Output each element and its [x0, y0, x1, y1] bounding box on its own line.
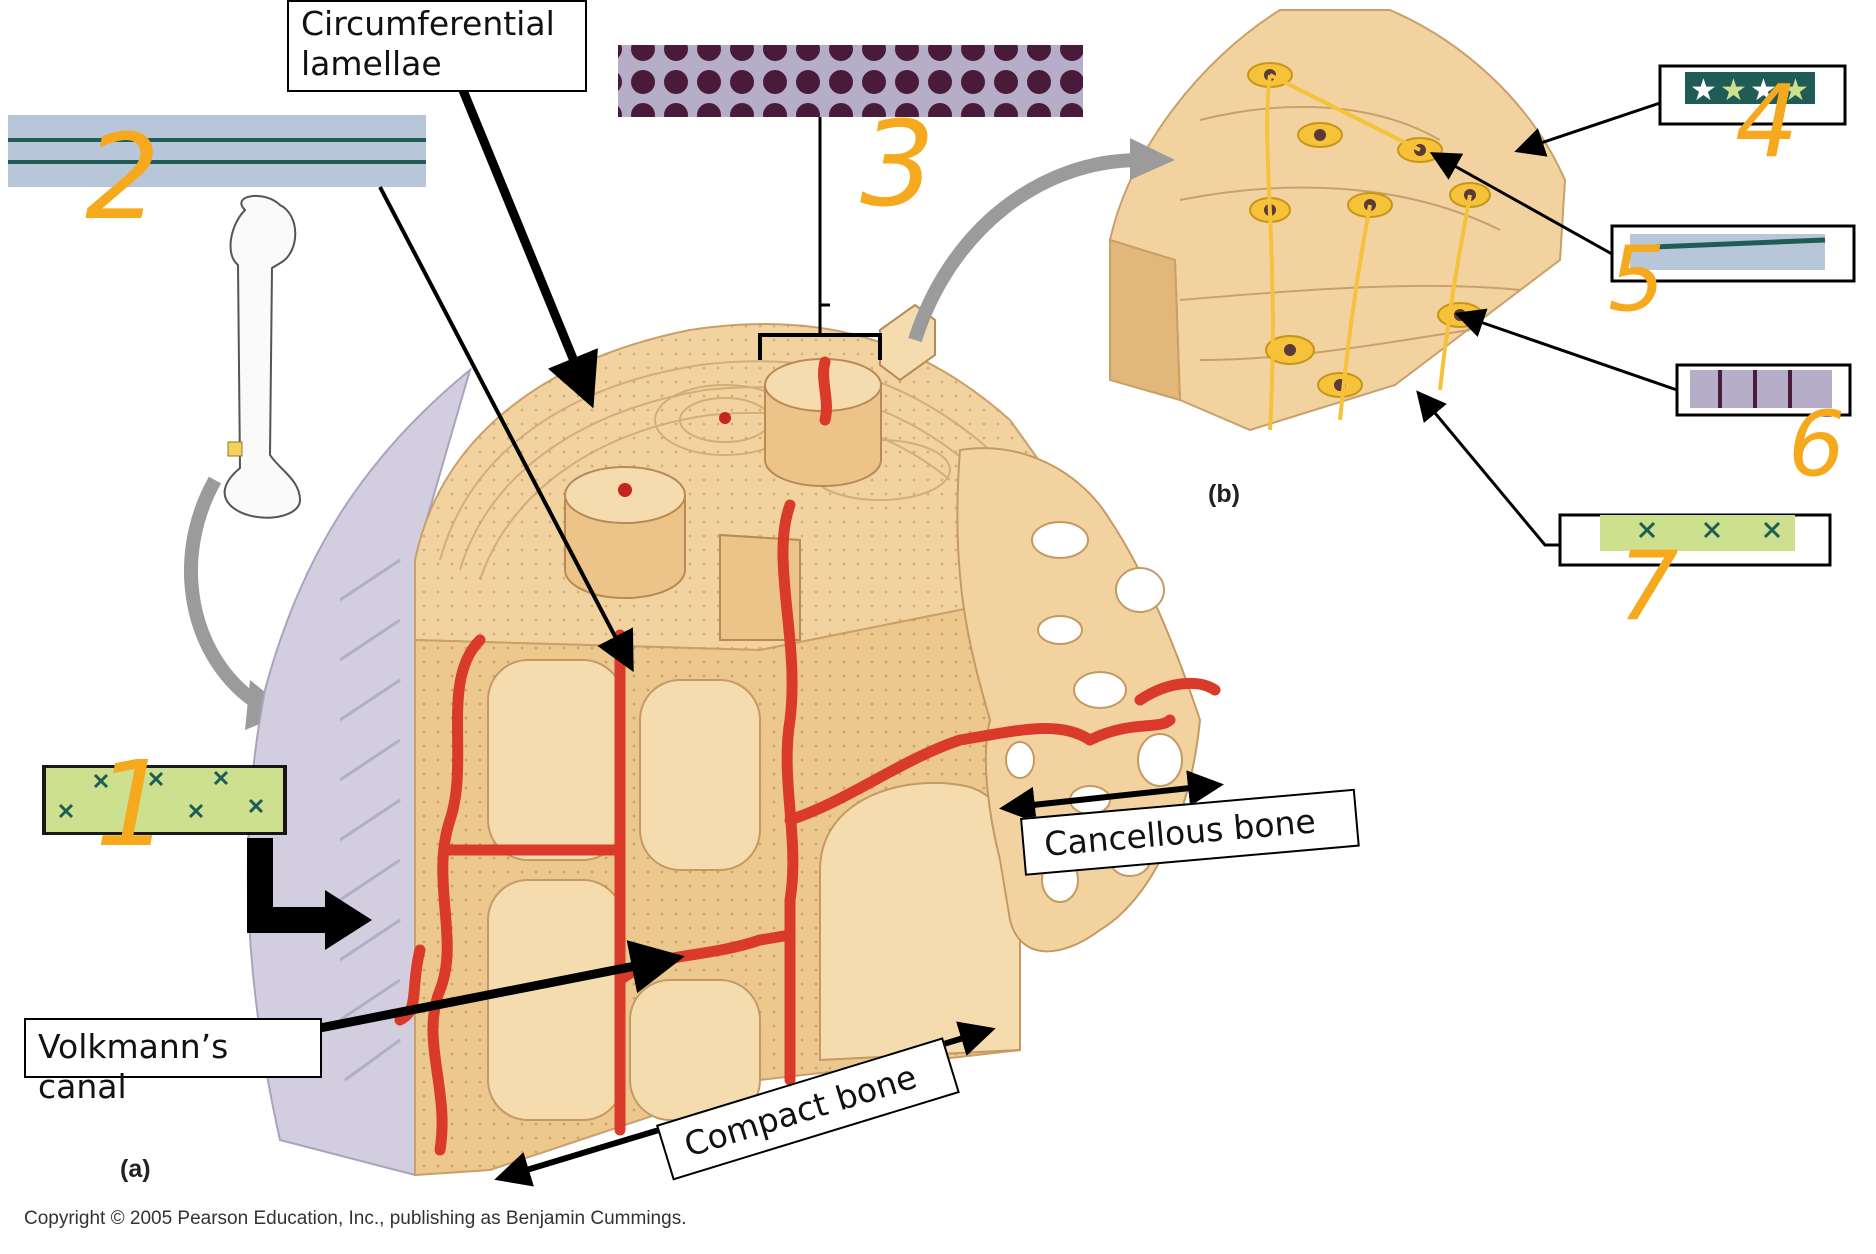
- svg-text:★: ★: [1782, 73, 1809, 108]
- panel-tag-a: (a): [120, 1155, 151, 1183]
- swatch-label-7: [1558, 513, 1832, 567]
- swatch-label-6: [1675, 363, 1852, 417]
- swatch-label-2: [8, 115, 426, 187]
- volkmanns-canal-label: Volkmann’s canal: [24, 1018, 322, 1106]
- handwritten-number-6: 6: [1788, 392, 1846, 497]
- swatch-label-4: ★ ★ ★ ★: [1658, 64, 1847, 126]
- circumferential-label-line2: lamellae: [301, 43, 442, 83]
- circumferential-lamellae-label: Circumferential lamellae: [287, 0, 587, 92]
- swatch-label-5: [1610, 224, 1856, 283]
- osteocyte-panel: [1108, 9, 1567, 432]
- handwritten-number-2: 2: [85, 108, 161, 246]
- svg-text:★: ★: [1750, 73, 1777, 108]
- panel-tag-b: (b): [1208, 480, 1240, 508]
- svg-text:★: ★: [1690, 73, 1717, 108]
- svg-text:★: ★: [1720, 73, 1747, 108]
- handwritten-number-3: 3: [860, 95, 936, 233]
- handwritten-number-7: 7: [1618, 532, 1679, 642]
- circumferential-label-line1: Circumferential: [301, 4, 555, 43]
- handwritten-number-4: 4: [1735, 63, 1799, 180]
- compact-bone-block: [246, 303, 1202, 1177]
- handwritten-number-1: 1: [95, 735, 171, 873]
- swatch-label-1: [42, 765, 287, 835]
- zoom-arrow-a: [183, 476, 264, 711]
- swatch-label-3: [618, 45, 1083, 117]
- zoom-arrow-b: [908, 153, 1141, 343]
- handwritten-number-5: 5: [1608, 227, 1666, 332]
- femur-sketch: [223, 194, 302, 519]
- copyright-text: Copyright © 2005 Pearson Education, Inc.…: [24, 1208, 687, 1229]
